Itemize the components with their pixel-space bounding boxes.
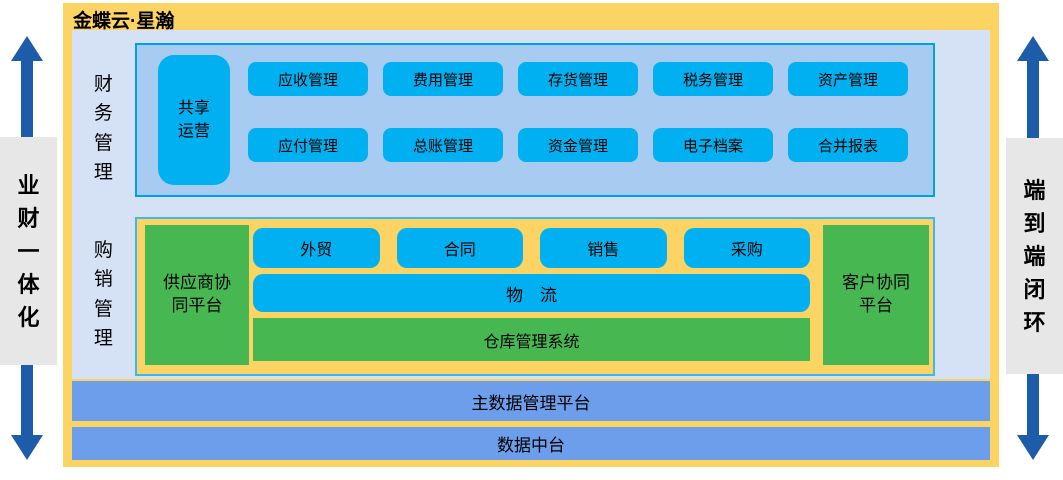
trade-row: 外贸 合同 销售 采购 (253, 228, 810, 268)
finance-row-2: 应付管理 总账管理 资金管理 电子档案 合并报表 (248, 128, 908, 162)
tile-payables[interactable]: 应付管理 (248, 128, 368, 162)
left-rail-label: 业财一体化 (17, 172, 40, 330)
diagram-title: 金蝶云·星瀚 (73, 11, 175, 32)
finance-section-label: 财务管理 (93, 74, 113, 184)
tile-general-ledger[interactable]: 总账管理 (383, 128, 503, 162)
inner-canvas: 财务管理 共享运营 应收管理 费用管理 存货管理 税务管理 资产管理 应付管理 … (72, 30, 990, 379)
tile-contract[interactable]: 合同 (396, 228, 523, 268)
supplier-platform-tile[interactable]: 供应商协同平台 (145, 225, 249, 365)
trade-panel: 供应商协同平台 外贸 合同 销售 采购 物 流 仓库管理系统 客户协同平台 (135, 217, 935, 376)
warehouse-system-tile[interactable]: 仓库管理系统 (253, 318, 810, 361)
main-container: 金蝶云·星瀚 财务管理 共享运营 应收管理 费用管理 存货管理 税务管理 资产管… (63, 3, 999, 467)
shared-operation-label: 共享运营 (177, 99, 210, 140)
logistics-tile[interactable]: 物 流 (253, 274, 810, 312)
right-rail: 端到端闭环 (1006, 138, 1063, 374)
tile-expense[interactable]: 费用管理 (383, 62, 503, 96)
tile-asset[interactable]: 资产管理 (788, 62, 908, 96)
finance-panel: 共享运营 应收管理 费用管理 存货管理 税务管理 资产管理 应付管理 总账管理 … (135, 43, 935, 197)
customer-platform-label: 客户协同平台 (842, 273, 910, 315)
tile-procurement[interactable]: 采购 (683, 228, 810, 268)
tile-treasury[interactable]: 资金管理 (518, 128, 638, 162)
tile-e-archive[interactable]: 电子档案 (653, 128, 773, 162)
finance-row-1: 应收管理 费用管理 存货管理 税务管理 资产管理 (248, 62, 908, 96)
left-rail: 业财一体化 (0, 137, 57, 365)
master-data-platform-bar[interactable]: 主数据管理平台 (72, 381, 990, 421)
tile-foreign-trade[interactable]: 外贸 (253, 228, 380, 268)
supplier-platform-label: 供应商协同平台 (163, 273, 231, 315)
tile-inventory[interactable]: 存货管理 (518, 62, 638, 96)
tile-receivables[interactable]: 应收管理 (248, 62, 368, 96)
data-middle-platform-bar[interactable]: 数据中台 (72, 427, 990, 460)
right-rail-label: 端到端闭环 (1023, 177, 1046, 335)
trade-middle-column: 外贸 合同 销售 采购 物 流 仓库管理系统 (253, 228, 810, 361)
tile-sales[interactable]: 销售 (540, 228, 667, 268)
customer-platform-tile[interactable]: 客户协同平台 (823, 225, 929, 365)
tile-consolidated-report[interactable]: 合并报表 (788, 128, 908, 162)
shared-operation-tile[interactable]: 共享运营 (158, 55, 230, 185)
trade-section-label: 购销管理 (93, 240, 113, 350)
tile-tax[interactable]: 税务管理 (653, 62, 773, 96)
